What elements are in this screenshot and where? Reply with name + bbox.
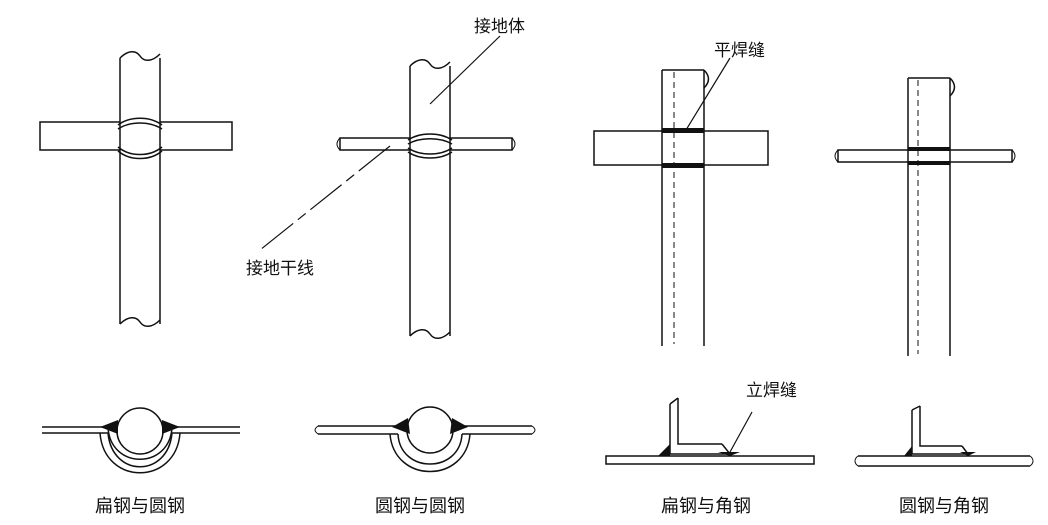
section-flat-round [42,407,240,474]
caption-round-round: 圆钢与圆钢 [375,496,465,517]
caption-flat-round: 扁钢与圆钢 [95,496,185,517]
caption-round-angle: 圆钢与角钢 [899,496,989,517]
weld-seam-top-2 [407,133,453,145]
angle-steel-3 [661,69,705,346]
rod-bottom-break-1 [119,317,161,327]
label-flat-weld: 平焊缝 [714,41,765,61]
flat-weld-bottom-3 [662,163,704,168]
panel-round-round-elevation [259,35,516,339]
leader-ground-trunk [259,145,391,251]
leader-flat-weld [685,57,731,131]
rod-top-break-1 [119,51,161,61]
weld-seam-bottom-2 [407,147,453,159]
panel-flat-round-elevation [39,51,233,327]
panel-flat-angle-elevation [593,57,769,346]
weld-top-4 [908,147,950,151]
ground-rod-2 [409,66,451,336]
ground-rod-1 [119,58,161,324]
weld-seam-top-1 [117,117,163,130]
label-ground-body: 接地体 [474,17,525,37]
caption-flat-angle: 扁钢与角钢 [661,496,751,517]
rod-bottom-break-2 [409,329,451,339]
leader-vertical-weld [729,411,753,453]
weld-bottom-4 [908,161,950,165]
leader-ground-body [429,35,501,105]
angle-steel-4 [907,77,951,356]
rod-top-break-2 [409,59,451,69]
label-ground-trunk: 接地干线 [246,259,314,279]
weld-seam-bottom-1 [117,146,163,160]
section-flat-angle [605,397,815,465]
section-round-angle [854,405,1034,467]
section-round-round [314,406,536,473]
panel-round-angle-elevation [834,77,1016,356]
flat-weld-top-3 [662,128,704,133]
label-vertical-weld: 立焊缝 [746,381,797,401]
